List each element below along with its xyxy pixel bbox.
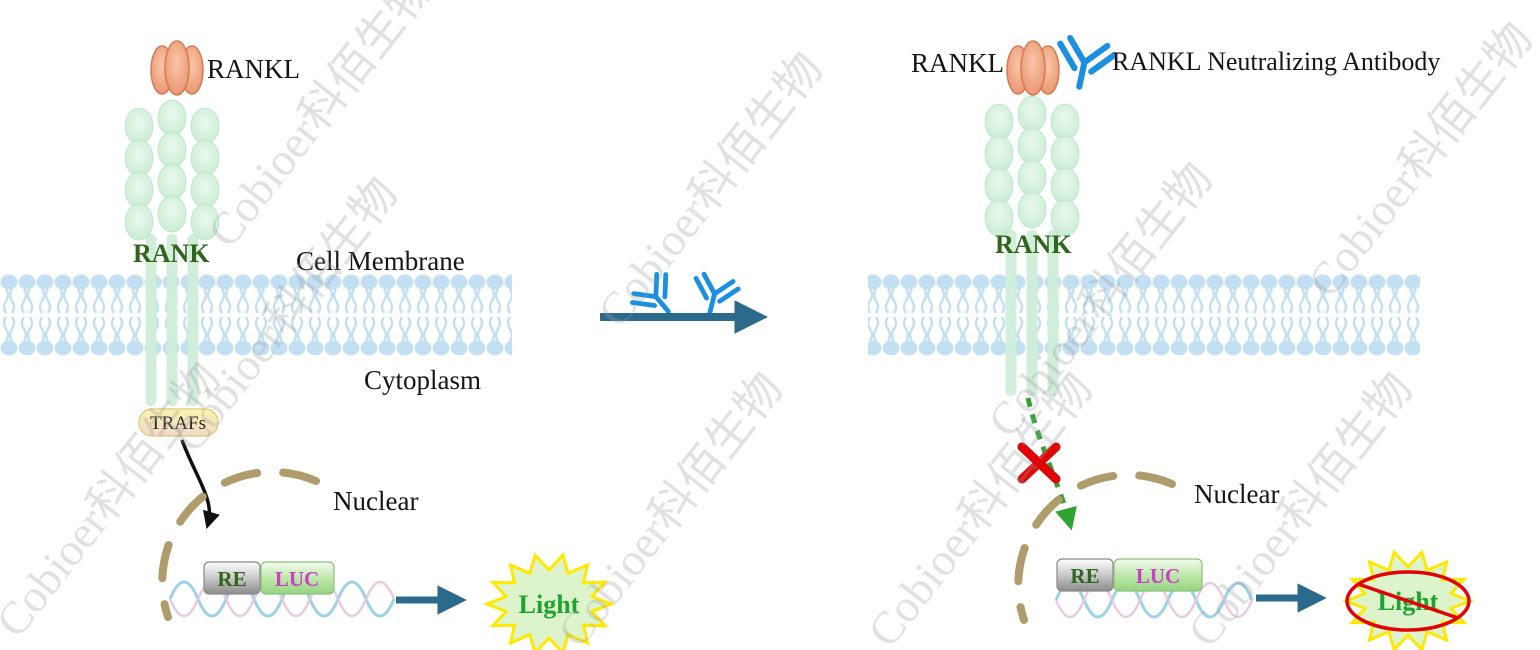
signal-arrow [180, 439, 220, 530]
left-panel: RANKL RANK Cell Membrane Cytoplasm TRAFs… [0, 40, 613, 650]
dna-strand-blue [1054, 581, 1254, 619]
rankl-trimer [1006, 40, 1060, 96]
antibody-icon [1052, 36, 1115, 92]
trafs-label: TRAFs [150, 413, 206, 434]
cell-membrane [868, 272, 1420, 358]
nuclear-envelope [158, 467, 320, 621]
light-label: Light [519, 590, 580, 619]
rank-label: RANK [995, 230, 1072, 259]
antibody-label: RANKL Neutralizing Antibody [1112, 47, 1440, 76]
rank-receptor [984, 95, 1080, 237]
luc-label: LUC [275, 567, 319, 591]
no-light-prohibition [1345, 570, 1471, 632]
rank-label: RANK [133, 239, 210, 268]
cell-membrane-label: Cell Membrane [296, 246, 465, 276]
rankl-trimer [150, 40, 204, 96]
rankl-label: RANKL [911, 48, 1004, 78]
blocked-x-icon [1017, 442, 1061, 484]
luc-box [260, 561, 335, 595]
no-light-slash [1357, 582, 1459, 620]
luc-box [1113, 558, 1203, 592]
watermark-text: Cobioer科佰生物 [588, 43, 833, 336]
cytoplasm-label: Cytoplasm [364, 365, 481, 395]
watermark-text: Cobioer科佰生物 [548, 363, 793, 650]
trafs-box [138, 408, 219, 437]
re-box [203, 561, 261, 595]
rankl-label: RANKL [207, 54, 300, 84]
nuclear-envelope [1014, 470, 1176, 624]
nuclear-label: Nuclear [1194, 479, 1279, 509]
re-box [1056, 558, 1114, 592]
cell-membrane [0, 272, 512, 358]
blocked-signal-arrow [1025, 397, 1077, 531]
re-label: RE [1070, 564, 1099, 588]
watermark-text: Cobioer科佰生物 [198, 0, 443, 256]
antibody-icon [689, 273, 740, 318]
luc-label: LUC [1136, 564, 1180, 588]
nuclear-label: Nuclear [333, 486, 418, 516]
watermark-text: Cobioer科佰生物 [858, 363, 1103, 650]
right-panel: RANKL RANKL Neutralizing Antibody RANK N… [868, 36, 1472, 650]
re-label: RE [217, 567, 246, 591]
transition [600, 270, 769, 334]
no-light-ellipse [1345, 570, 1471, 632]
